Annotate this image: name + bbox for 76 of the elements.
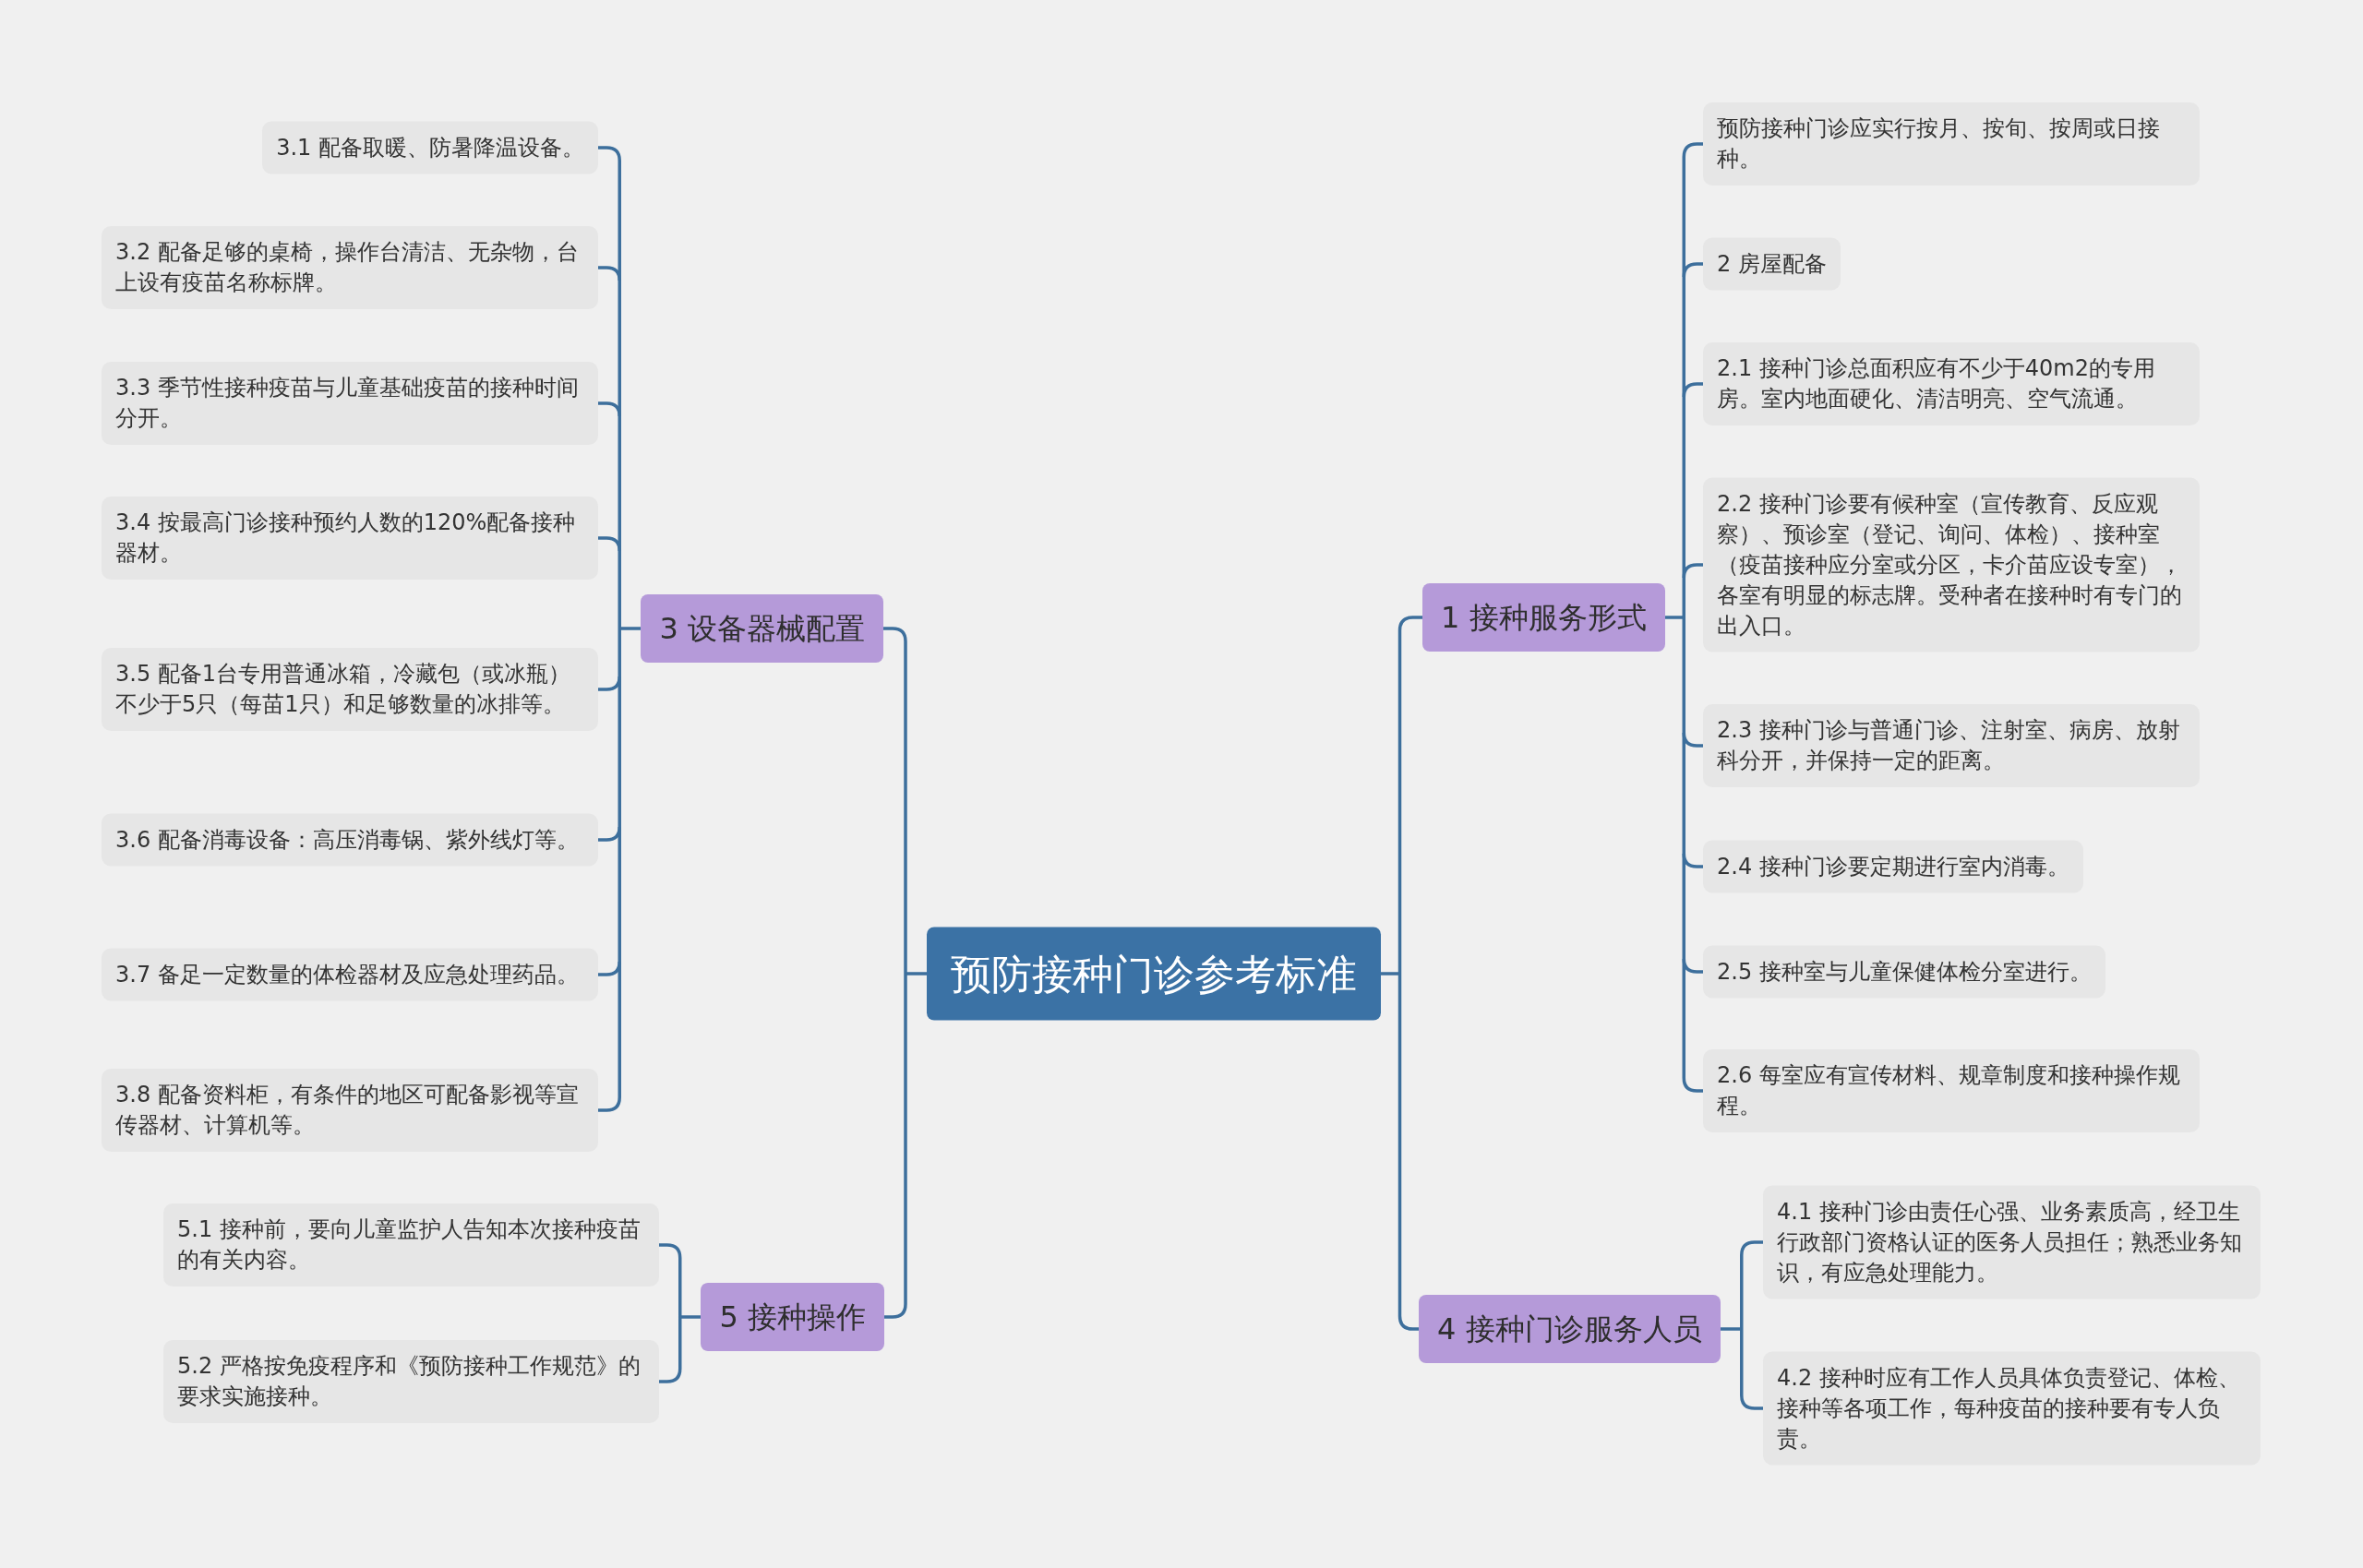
- connector-line: [659, 1243, 682, 1259]
- topic-text: 3.1 配备取暖、防暑降温设备。: [276, 133, 584, 162]
- topic-text: 1 接种服务形式: [1441, 599, 1647, 636]
- branch-topic-card: [701, 1283, 884, 1351]
- connector-line: [904, 640, 929, 1306]
- connector-line: [1682, 382, 1703, 398]
- leaf-topic-card: [102, 813, 598, 867]
- leaf-topic-card: [1703, 840, 2083, 893]
- topic-text: 5.2 严格按免疫程序和《预防接种工作规范》的要求实施接种。: [177, 1352, 642, 1411]
- topic-text: 3.6 配备消毒设备：高压消毒锅、紫外线灯等。: [115, 825, 580, 855]
- connector-line: [1682, 563, 1703, 579]
- topic-text: 2.5 接种室与儿童保健体检分室进行。: [1717, 957, 2092, 987]
- topic-text: 3 设备器械配置: [659, 610, 865, 647]
- leaf-topic-card: [262, 121, 598, 174]
- connector-line: [1397, 1315, 1419, 1331]
- topic-text: 2.3 接种门诊与普通门诊、注射室、病房、放射科分开，并保持一定的距离。: [1717, 716, 2181, 775]
- connector-line: [1379, 628, 1402, 1318]
- connector-line: [598, 676, 621, 691]
- branch-topic-card: [1419, 1295, 1721, 1363]
- topic-text: 5 接种操作: [719, 1299, 866, 1335]
- topic-text: 2.4 接种门诊要定期进行室内消毒。: [1717, 852, 2069, 881]
- connector-line: [884, 1303, 907, 1319]
- topic-text: 3.8 配备资料柜，有条件的地区可配备影视等宣传器材、计算机等。: [115, 1081, 580, 1140]
- topic-text: 3.3 季节性接种疫苗与儿童基础疫苗的接种时间分开。: [115, 374, 580, 433]
- topic-text: 3.7 备足一定数量的体检器材及应急处理药品。: [115, 960, 580, 989]
- leaf-topic-card: [1703, 477, 2200, 652]
- topic-text: 预防接种门诊应实行按月、按旬、按周或日接种。: [1717, 114, 2161, 174]
- connector-line: [1682, 732, 1703, 748]
- connector-line: [598, 146, 621, 162]
- topic-text: 3.5 配备1台专用普通冰箱，冷藏包（或冰瓶）不少于5只（每苗1只）和足够数量的冰排等。: [115, 660, 572, 719]
- topic-text: 2.1 接种门诊总面积应有不少于40m2的专用房。室内地面硬化、清洁明亮、空气流通。: [1717, 354, 2156, 413]
- leaf-topic-card: [1703, 704, 2200, 787]
- leaf-topic-card: [102, 497, 598, 580]
- connector-line: [598, 961, 621, 976]
- topic-text: 4.2 接种时应有工作人员具体负责登记、体检、接种等各项工作，每种疫苗的接种要有专人负责。: [1777, 1363, 2241, 1454]
- connector-line: [598, 1096, 621, 1112]
- leaf-topic-card: [1763, 1351, 2261, 1466]
- topic-text: 3.4 按最高门诊接种预约人数的120%配备接种器材。: [115, 509, 577, 568]
- leaf-topic-card: [102, 1069, 598, 1152]
- leaf-topic-card: [1703, 342, 2200, 425]
- branch-topic-card: [1422, 583, 1665, 652]
- topic-text: 4 接种门诊服务人员: [1437, 1311, 1702, 1347]
- leaf-topic-card: [102, 648, 598, 731]
- topic-text: 5.1 接种前，要向儿童监护人告知本次接种疫苗的有关内容。: [177, 1215, 642, 1275]
- leaf-topic-card: [163, 1340, 659, 1423]
- leaf-topic-card: [1703, 1049, 2200, 1132]
- leaf-topic-card: [102, 362, 598, 445]
- leaf-topic-card: [1763, 1185, 2261, 1299]
- leaf-topic-card: [102, 226, 598, 309]
- connector-line: [1682, 853, 1703, 868]
- connector-line: [1682, 1077, 1703, 1093]
- connector-line: [598, 826, 621, 842]
- connector-line: [659, 1368, 682, 1383]
- connector-line: [1682, 958, 1703, 974]
- leaf-topic-card: [163, 1203, 659, 1287]
- topic-text: 3.2 配备足够的桌椅，操作台清洁、无杂物，台上设有疫苗名称标牌。: [115, 238, 580, 297]
- connector-line: [598, 536, 621, 552]
- connector-line: [1397, 616, 1422, 631]
- connector-line: [1682, 262, 1703, 278]
- connector-line: [1740, 1394, 1763, 1410]
- leaf-topic-card: [1703, 945, 2105, 999]
- root-topic-card: [927, 927, 1381, 1021]
- topic-text: 2 房屋配备: [1717, 249, 1827, 279]
- connector-line: [1740, 1240, 1763, 1256]
- connector-line: [1682, 142, 1703, 158]
- topic-text: 4.1 接种门诊由责任心强、业务素质高，经卫生行政部门资格认证的医务人员担任；熟悉业务知识，有应急处理能力。: [1777, 1197, 2243, 1287]
- topic-text: 预防接种门诊参考标准: [951, 949, 1357, 999]
- leaf-topic-card: [1703, 237, 1841, 291]
- topic-text: 2.2 接种门诊要有候种室（宣传教育、反应观察）、预诊室（登记、询问、体检）、接种室（疫苗接种应分室或分区，卡介苗应设专室），各室有明显的标志牌。受种者在接种时有专门的出入口。: [1717, 489, 2183, 640]
- connector-line: [883, 627, 907, 642]
- branch-topic-card: [641, 594, 883, 663]
- connector-line: [598, 266, 621, 281]
- topic-text: 2.6 每室应有宣传材料、规章制度和接种操作规程。: [1717, 1061, 2181, 1120]
- connector-line: [598, 401, 621, 417]
- leaf-topic-card: [102, 948, 598, 1001]
- leaf-topic-card: [1703, 102, 2200, 186]
